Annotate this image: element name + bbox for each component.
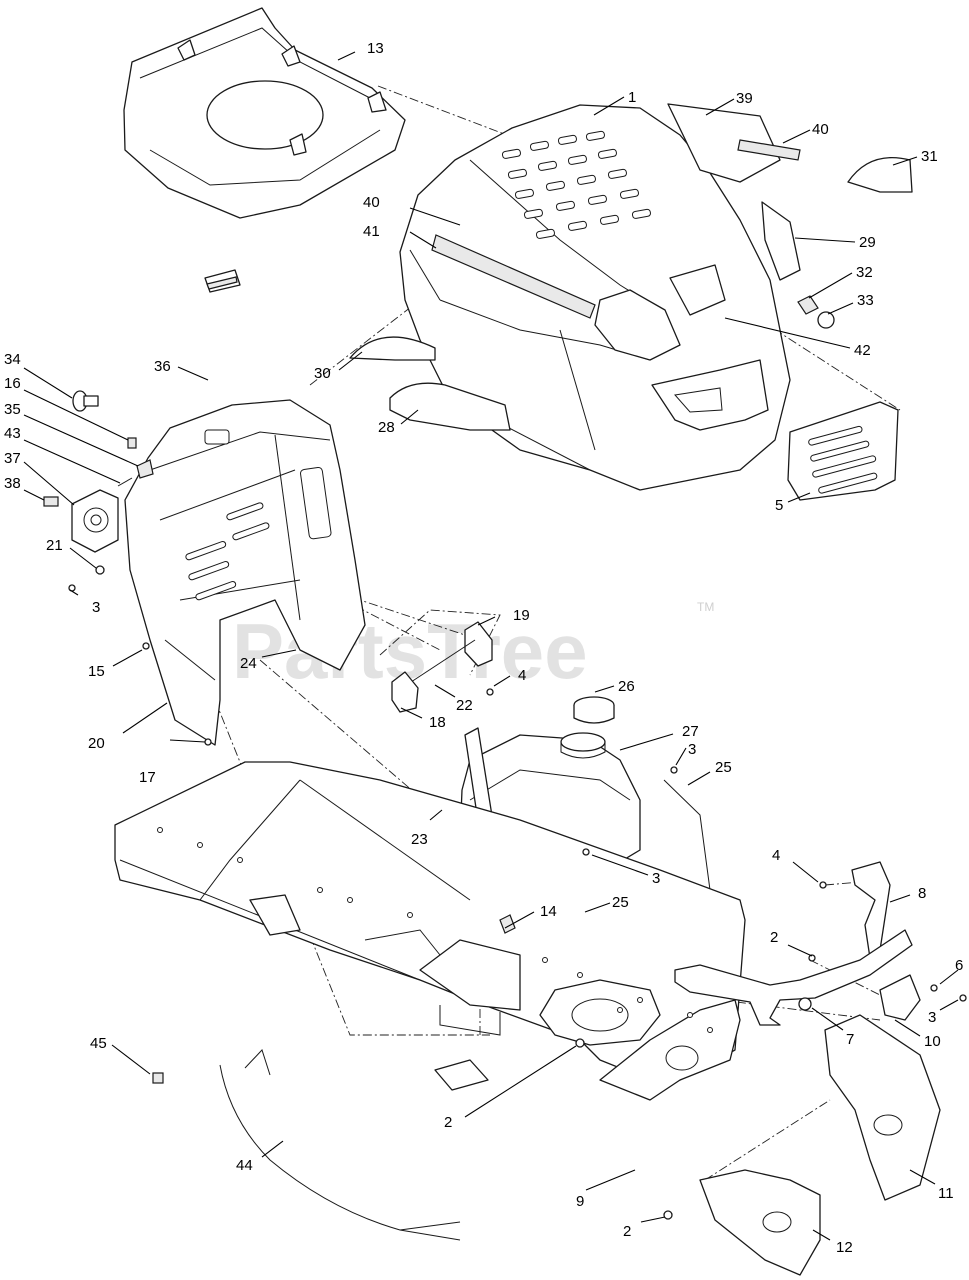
callout-34: 34 xyxy=(4,351,21,368)
part-7-bar xyxy=(674,929,913,1026)
callout-45: 45 xyxy=(90,1035,107,1052)
part-44-harness-end xyxy=(399,1221,461,1231)
part-7-bolt xyxy=(798,997,812,1011)
callout-21: 21 xyxy=(46,537,63,554)
part-16-spacer xyxy=(127,437,137,449)
part-39-decal xyxy=(667,103,781,183)
callout-22: 22 xyxy=(456,697,473,714)
part-5-grille xyxy=(787,401,899,501)
part-33-knob xyxy=(817,311,835,329)
callout-40: 40 xyxy=(812,121,829,138)
part-34-knob xyxy=(72,390,99,412)
callout-44: 44 xyxy=(236,1157,253,1174)
callout-25b: 25 xyxy=(612,894,629,911)
callout-3d: 3 xyxy=(928,1009,936,1026)
callout-35: 35 xyxy=(4,401,21,418)
callout-33: 33 xyxy=(857,292,874,309)
part-29-lens xyxy=(761,201,801,281)
callout-28: 28 xyxy=(378,419,395,436)
part-22-rod xyxy=(407,639,476,685)
part-20-dash-support xyxy=(124,399,366,746)
part-14-clip xyxy=(499,914,516,934)
callout-8: 8 xyxy=(918,885,926,902)
callout-16: 16 xyxy=(4,375,21,392)
callout-19: 19 xyxy=(513,607,530,624)
part-21-washer xyxy=(95,565,105,575)
callout-2b: 2 xyxy=(444,1114,452,1131)
part-35-pin xyxy=(136,459,154,479)
callout-4a: 4 xyxy=(518,667,526,684)
callout-30: 30 xyxy=(314,365,331,382)
callout-40b: 40 xyxy=(363,194,380,211)
part-32-clip xyxy=(797,295,819,315)
callout-4b: 4 xyxy=(772,847,780,864)
callout-37: 37 xyxy=(4,450,21,467)
callout-27: 27 xyxy=(682,723,699,740)
watermark-trademark: TM xyxy=(697,600,714,614)
part-11-plate xyxy=(824,1014,941,1201)
part-1-hood xyxy=(399,104,791,491)
part-30-lens xyxy=(349,336,436,361)
callout-2a: 2 xyxy=(770,929,778,946)
part-31-cover xyxy=(847,156,913,193)
part-44-harness xyxy=(219,1064,461,1241)
callout-5: 5 xyxy=(775,497,783,514)
part-28-headlight xyxy=(389,382,511,431)
callout-15: 15 xyxy=(88,663,105,680)
callouts: 13 1 39 40 31 40 41 29 32 33 42 36 30 34… xyxy=(4,40,963,1256)
part-38-key xyxy=(43,496,59,507)
callout-41: 41 xyxy=(363,223,380,240)
part-18-bracket xyxy=(391,671,419,713)
callout-3a: 3 xyxy=(92,599,100,616)
callout-25a: 25 xyxy=(715,759,732,776)
callout-1: 1 xyxy=(628,89,636,106)
part-10-bracket xyxy=(879,974,921,1021)
callout-20: 20 xyxy=(88,735,105,752)
callout-39: 39 xyxy=(736,90,753,107)
callout-17: 17 xyxy=(139,769,156,786)
part-13-dash-panel xyxy=(123,7,406,219)
callout-18: 18 xyxy=(429,714,446,731)
callout-24: 24 xyxy=(240,655,257,672)
callout-3c: 3 xyxy=(652,870,660,887)
callout-2c: 2 xyxy=(623,1223,631,1240)
callout-6: 6 xyxy=(955,957,963,974)
callout-36: 36 xyxy=(154,358,171,375)
callout-26: 26 xyxy=(618,678,635,695)
callout-12: 12 xyxy=(836,1239,853,1256)
callout-10: 10 xyxy=(924,1033,941,1050)
callout-31: 31 xyxy=(921,148,938,165)
fasteners xyxy=(68,584,967,1220)
part-43-clip xyxy=(117,477,133,487)
part-19-bracket xyxy=(464,621,493,667)
part-44-harness-branch xyxy=(244,1049,271,1076)
part-37-ignition-switch xyxy=(71,489,119,553)
part-26-fuel-cap xyxy=(573,696,615,724)
part-36-switch xyxy=(204,269,241,293)
callout-38: 38 xyxy=(4,475,21,492)
callout-14: 14 xyxy=(540,903,557,920)
part-40-decal xyxy=(737,139,801,161)
callout-7: 7 xyxy=(846,1031,854,1048)
callout-9: 9 xyxy=(576,1193,584,1210)
part-12-plate xyxy=(699,1169,821,1276)
callout-42: 42 xyxy=(854,342,871,359)
part-frame xyxy=(114,761,746,1101)
callout-23: 23 xyxy=(411,831,428,848)
part-45-clip xyxy=(152,1072,164,1084)
callout-29: 29 xyxy=(859,234,876,251)
callout-43: 43 xyxy=(4,425,21,442)
callout-11: 11 xyxy=(938,1185,954,1202)
callout-3b: 3 xyxy=(688,741,696,758)
callout-32: 32 xyxy=(856,264,873,281)
callout-13: 13 xyxy=(367,40,384,57)
